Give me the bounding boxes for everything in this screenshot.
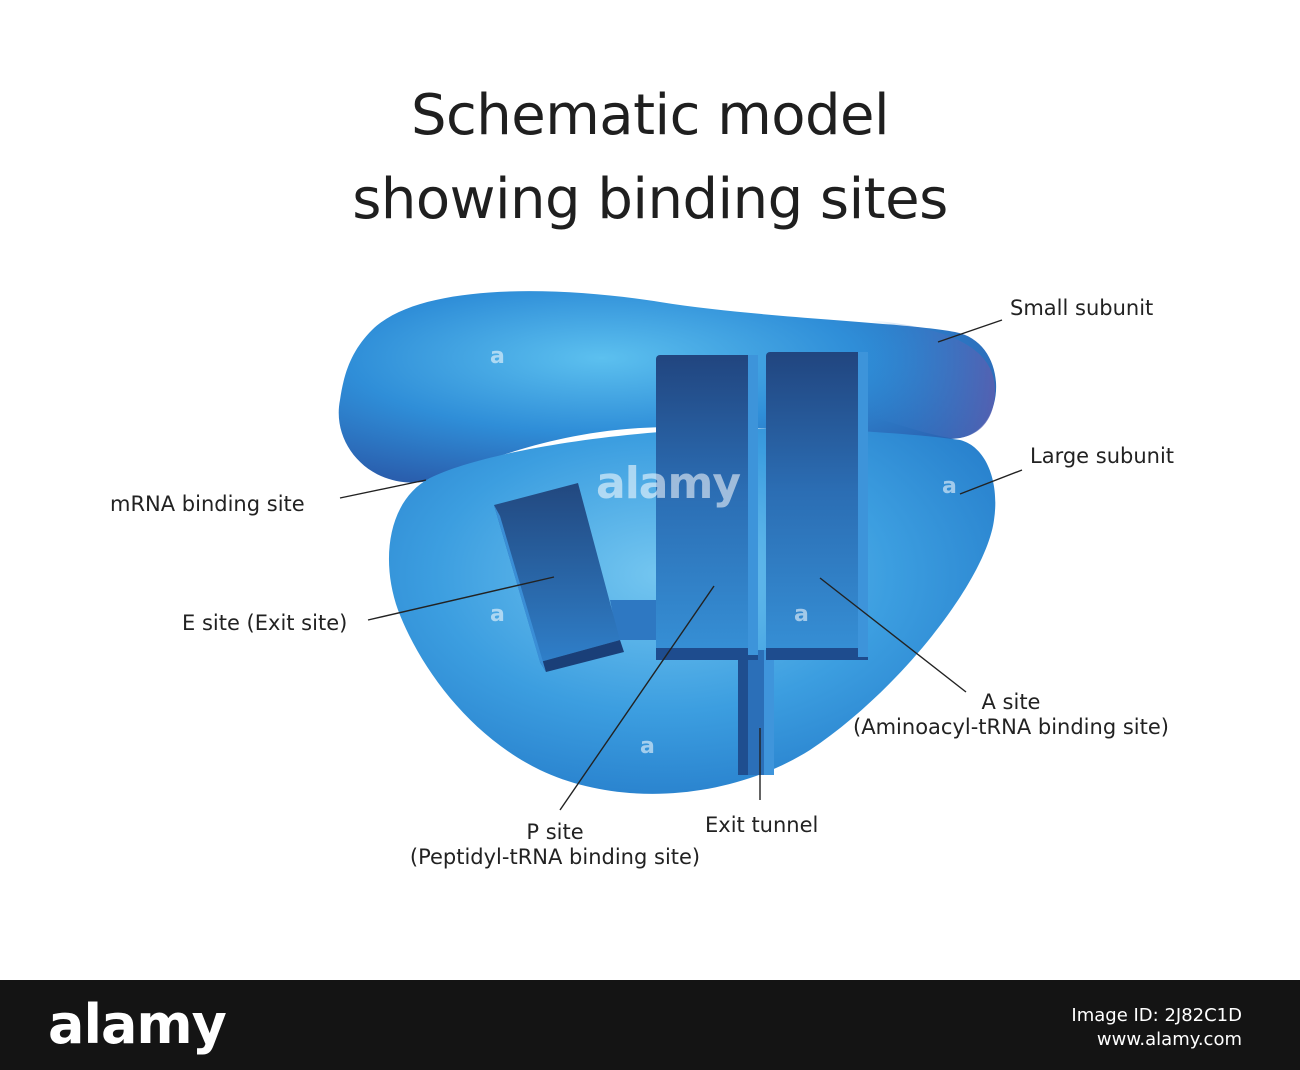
a-site-block xyxy=(766,352,868,660)
a-site-label-line-2: (Aminoacyl-tRNA binding site) xyxy=(853,715,1169,740)
footer-brand-logo: alamy xyxy=(48,993,227,1056)
watermark-brand: alamy xyxy=(596,458,741,509)
large-subunit-leader xyxy=(959,469,1023,495)
watermark-mark: a xyxy=(640,734,655,759)
p-site-label-line-1: P site xyxy=(526,820,584,844)
mrna-binding-site-leader xyxy=(339,479,427,499)
p-site-leader xyxy=(559,585,715,811)
p-site-label: P site (Peptidyl-tRNA binding site) xyxy=(394,820,716,870)
exit-tunnel-label: Exit tunnel xyxy=(705,813,819,837)
e-site-leader xyxy=(367,576,555,621)
exit-tunnel-shape xyxy=(738,650,774,775)
p-site-label-line-2: (Peptidyl-tRNA binding site) xyxy=(409,845,701,870)
footer-image-id: Image ID: 2J82C1D xyxy=(1071,1005,1242,1026)
title-line-1: Schematic model xyxy=(410,83,890,148)
a-site-label: A site (Aminoacyl-tRNA binding site) xyxy=(838,690,1184,740)
footer-bar xyxy=(0,980,1300,1070)
mrna-binding-site-label: mRNA binding site xyxy=(110,492,305,516)
watermark-mark: a xyxy=(942,474,957,499)
watermark-mark: a xyxy=(490,602,505,627)
footer-image-info: Image ID: 2J82C1D www.alamy.com xyxy=(1071,1004,1242,1053)
watermark-mark: a xyxy=(794,602,809,627)
footer-site: www.alamy.com xyxy=(1096,1029,1242,1051)
title-line-2: showing binding sites xyxy=(352,167,948,232)
large-subunit-label: Large subunit xyxy=(1030,444,1175,468)
ribosome-diagram xyxy=(338,291,1023,811)
e-site-label: E site (Exit site) xyxy=(182,611,348,635)
a-site-leader xyxy=(819,577,967,693)
small-subunit-leader xyxy=(937,319,1003,343)
a-site-label-line-1: A site xyxy=(981,690,1041,714)
watermark-mark: a xyxy=(490,344,505,369)
e-site-block xyxy=(494,483,624,672)
leader-lines xyxy=(339,319,1023,811)
p-site-block xyxy=(656,355,758,660)
small-subunit-label: Small subunit xyxy=(1010,296,1154,320)
e-p-connector xyxy=(610,600,660,640)
